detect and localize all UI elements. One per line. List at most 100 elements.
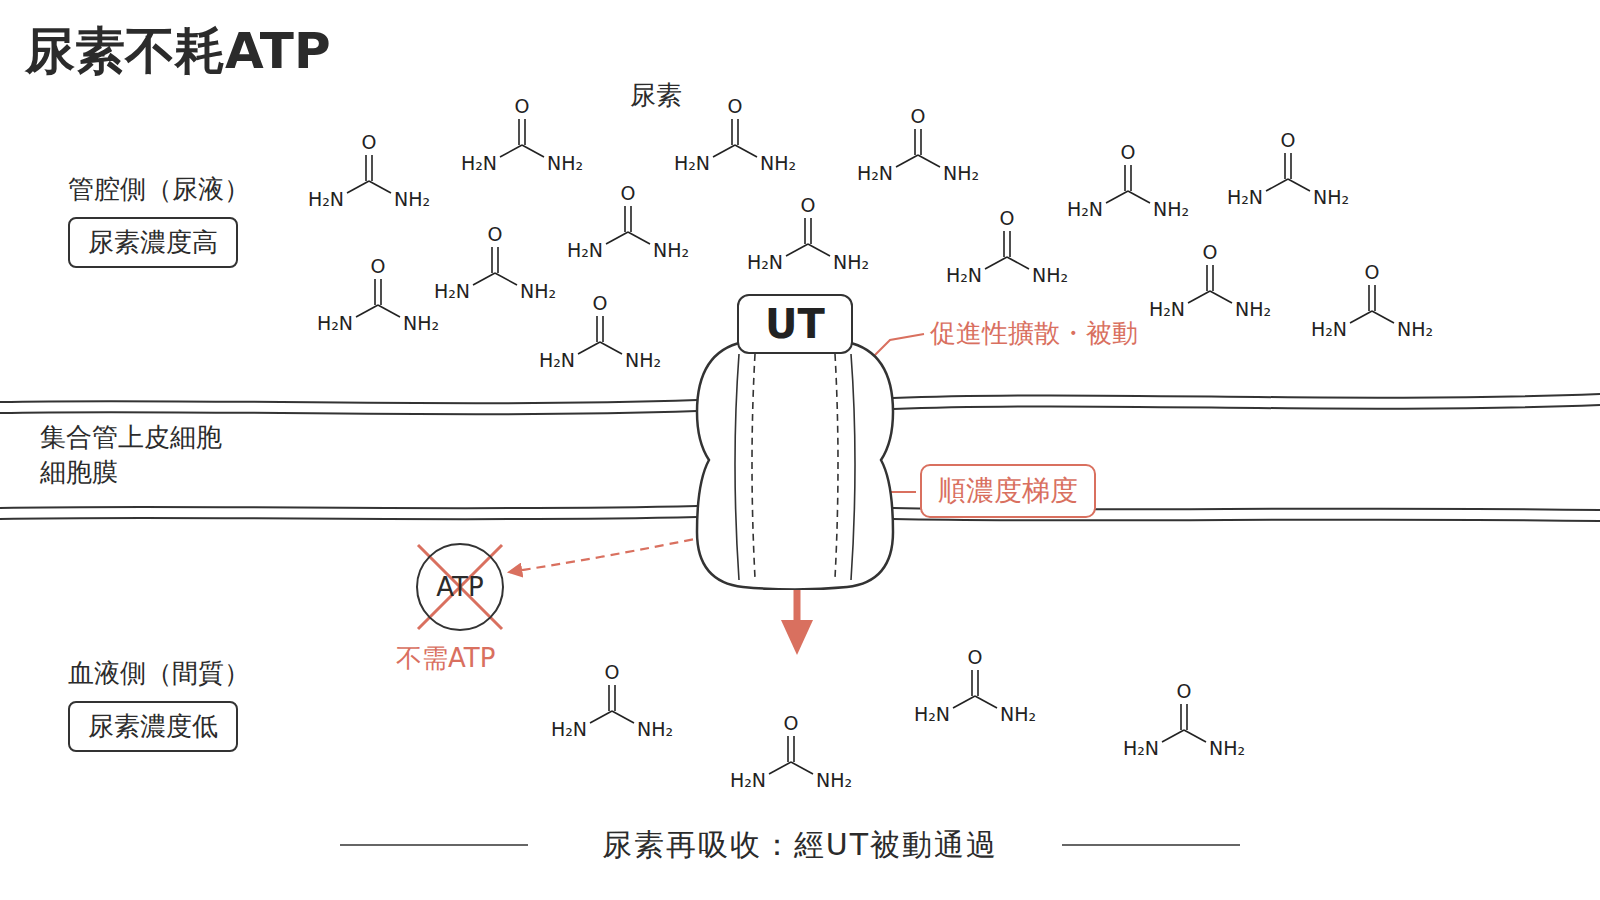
chemical-bond <box>602 316 604 342</box>
chemical-bond <box>608 685 610 711</box>
atom-label: NH₂ <box>403 312 439 334</box>
atom-label: H₂N <box>914 703 950 725</box>
atom-label: O <box>1177 680 1192 702</box>
chemical-bond <box>769 762 791 774</box>
atom-label: O <box>488 223 503 245</box>
channel-wall <box>835 354 838 578</box>
atom-label: H₂N <box>1227 186 1263 208</box>
chemical-bond <box>1206 265 1208 291</box>
atom-label: NH₂ <box>625 349 661 371</box>
atom-label: NH₂ <box>816 769 852 791</box>
chemical-bond <box>1372 311 1394 323</box>
chemical-bond <box>1007 257 1029 269</box>
concentration-text: 尿素濃度高 <box>88 227 218 257</box>
atom-label: O <box>1203 241 1218 263</box>
membrane-line <box>0 400 697 403</box>
chemical-bond <box>1009 231 1011 257</box>
atom-label: NH₂ <box>1032 264 1068 286</box>
chemical-bond <box>596 316 598 342</box>
chemical-bond <box>614 685 616 711</box>
atom-label: H₂N <box>539 349 575 371</box>
atom-label: O <box>784 712 799 734</box>
chemical-bond <box>1210 291 1232 303</box>
atom-label: NH₂ <box>1209 737 1245 759</box>
chemical-bond <box>737 119 739 145</box>
chemical-bond <box>786 244 808 256</box>
no-atp-note: 不需ATP <box>396 641 495 676</box>
chemical-bond <box>1124 165 1126 191</box>
chemical-bond <box>1284 153 1286 179</box>
chemical-bond <box>612 711 634 723</box>
chemical-bond <box>365 155 367 181</box>
atom-label: H₂N <box>747 251 783 273</box>
dashed-connector <box>510 539 693 572</box>
atom-label: NH₂ <box>653 239 689 261</box>
chemical-bond <box>810 218 812 244</box>
chemical-bond <box>1186 704 1188 730</box>
atom-label: H₂N <box>1149 298 1185 320</box>
chemical-bond <box>495 273 517 285</box>
chemical-bond <box>808 244 830 256</box>
chemical-bond <box>522 145 544 157</box>
atom-label: NH₂ <box>1397 318 1433 340</box>
leader-line <box>870 334 924 360</box>
chemical-bond <box>1130 165 1132 191</box>
annotation-label: 尿素 <box>630 78 682 113</box>
atom-label: H₂N <box>730 769 766 791</box>
chemical-bond <box>1180 704 1182 730</box>
membrane-line <box>0 411 697 414</box>
chemical-bond <box>713 145 735 157</box>
atom-label: O <box>1000 207 1015 229</box>
atom-label: H₂N <box>461 152 497 174</box>
atom-label: O <box>593 292 608 314</box>
side-heading: 管腔側（尿液） <box>68 172 250 207</box>
transporter-outline <box>697 336 893 590</box>
atom-label: O <box>1365 261 1380 283</box>
chemical-bond <box>356 305 378 317</box>
atom-label: O <box>515 95 530 117</box>
atom-label: O <box>362 131 377 153</box>
channel-wall <box>851 354 855 580</box>
chemical-bond <box>1290 153 1292 179</box>
atom-label: H₂N <box>946 264 982 286</box>
atom-label: NH₂ <box>1235 298 1271 320</box>
atom-label: NH₂ <box>520 280 556 302</box>
atom-label: NH₂ <box>1153 198 1189 220</box>
atom-label: O <box>621 182 636 204</box>
chemical-bond <box>1188 291 1210 303</box>
chemical-bond <box>971 670 973 696</box>
membrane-line <box>0 506 697 508</box>
membrane-line <box>893 394 1600 398</box>
chemical-bond <box>624 206 626 232</box>
chemical-bond <box>787 736 789 762</box>
atom-label: NH₂ <box>1313 186 1349 208</box>
chemical-bond <box>975 696 997 708</box>
chemical-bond <box>896 155 918 167</box>
chemical-bond <box>371 155 373 181</box>
chemical-bond <box>578 342 600 354</box>
gradient-node: 順濃度梯度 <box>920 464 1096 518</box>
chemical-bond <box>1374 285 1376 311</box>
chemical-bond <box>914 129 916 155</box>
chemical-bond <box>985 257 1007 269</box>
atom-label: H₂N <box>567 239 603 261</box>
atom-label: O <box>371 255 386 277</box>
cross-mark <box>418 545 502 629</box>
chemical-bond <box>369 181 391 193</box>
chemical-bond <box>791 762 813 774</box>
chemical-bond <box>1288 179 1310 191</box>
concentration-box: 尿素濃度高 <box>68 217 238 268</box>
side-node: 血液側（間質）尿素濃度低 <box>68 656 250 752</box>
chemical-bond <box>378 305 400 317</box>
atom-label: NH₂ <box>833 251 869 273</box>
atom-label: O <box>1121 141 1136 163</box>
chemical-bond <box>1212 265 1214 291</box>
annotation-label: 促進性擴散・被動 <box>930 316 1138 351</box>
chemical-bond <box>1350 311 1372 323</box>
transporter-node: UT <box>693 292 897 590</box>
chemical-bond <box>1106 191 1128 203</box>
chemical-bond <box>920 129 922 155</box>
chemical-bond <box>491 247 493 273</box>
chemical-bond <box>1368 285 1370 311</box>
chemical-bond <box>735 145 757 157</box>
